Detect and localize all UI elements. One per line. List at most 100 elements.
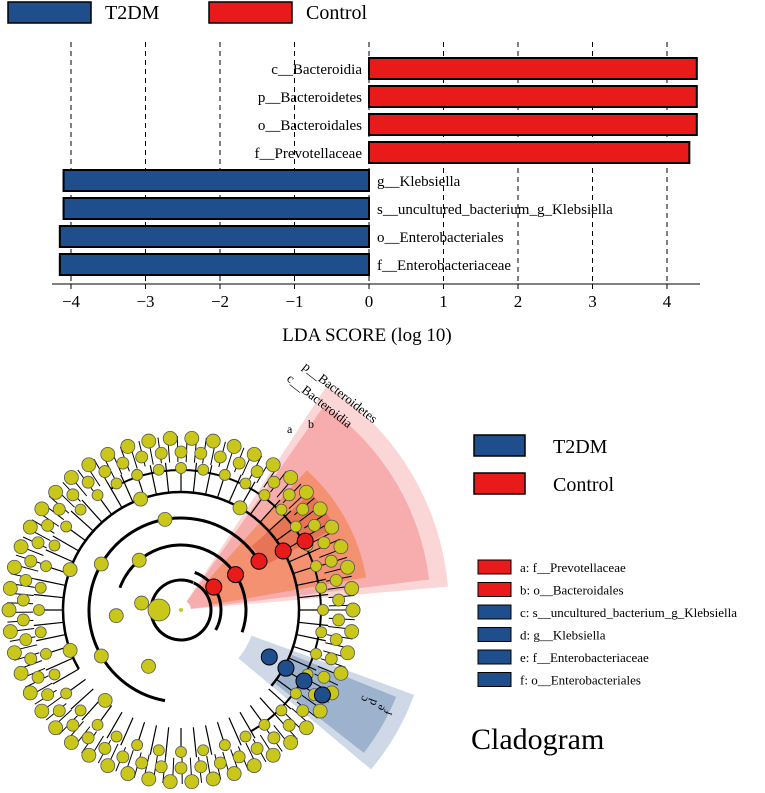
x-tick-label: −3 (136, 292, 154, 311)
x-tick-label: 0 (365, 292, 374, 311)
node (239, 477, 252, 490)
clade-label-a: a (287, 422, 293, 436)
node (226, 766, 242, 781)
node (63, 470, 79, 485)
bar-p__Bacteroidetes (368, 85, 698, 108)
branch (268, 510, 292, 532)
node (265, 457, 281, 473)
branch (36, 578, 66, 587)
branch (288, 549, 317, 563)
node (315, 581, 328, 594)
node (275, 503, 288, 516)
node (2, 624, 18, 639)
x-axis-label: LDA SCORE (log 10) (282, 325, 451, 346)
biomarker-node-t2dm (260, 648, 278, 666)
branch (45, 549, 74, 563)
node (141, 658, 156, 674)
branch (164, 462, 170, 493)
node (66, 488, 80, 502)
node (60, 520, 73, 533)
node (93, 648, 109, 664)
clado-legend-label-control: Control (553, 474, 615, 496)
node (81, 457, 97, 473)
key-label: c: s__uncultured_bacterium_g_Klebsiella (520, 605, 737, 620)
x-tick-label: −1 (285, 292, 303, 311)
branch (192, 727, 198, 758)
branch (204, 725, 213, 755)
bar-o__Enterobacteriales (58, 225, 370, 248)
biomarker-node-control (227, 566, 245, 584)
node (317, 536, 331, 550)
node (110, 730, 123, 743)
key-swatch (477, 649, 512, 665)
node (91, 718, 104, 731)
biomarker-node-control (250, 552, 268, 570)
node (40, 560, 52, 573)
biomarker-node-t2dm (277, 659, 295, 677)
branch (33, 593, 64, 599)
node (239, 730, 252, 743)
node (147, 598, 171, 622)
node (194, 760, 208, 774)
node (329, 633, 343, 647)
key-swatch (477, 627, 512, 642)
backbone-arc (194, 571, 223, 631)
node (283, 470, 299, 485)
clade-label-b: b (308, 417, 314, 431)
bar-g__Klebsiella (62, 169, 371, 192)
node (48, 720, 64, 736)
node (116, 456, 130, 470)
node (22, 519, 38, 535)
key-label: b: o__Bacteroidales (520, 583, 624, 598)
branch (228, 717, 242, 746)
node (63, 735, 79, 750)
key-swatch (477, 582, 512, 597)
node (120, 439, 136, 454)
node (98, 742, 112, 755)
node (296, 704, 310, 718)
node (40, 647, 52, 660)
node (312, 703, 328, 719)
bar-label: o__Bacteroidales (258, 118, 362, 134)
node (298, 484, 314, 500)
biomarker-node-t2dm (313, 686, 331, 704)
node (141, 433, 157, 449)
branch (81, 499, 103, 523)
node (324, 554, 338, 568)
bar-c__Bacteroidia (368, 57, 698, 80)
node (66, 718, 80, 732)
bar-label: o__Enterobacteriales (377, 230, 504, 246)
branch (52, 535, 80, 552)
key-label: e: f__Enterobacteriaceae (520, 650, 649, 665)
branch (298, 593, 329, 599)
node (275, 704, 288, 717)
x-tick-label: −4 (62, 292, 81, 311)
node (174, 761, 188, 775)
biomarker-node-control (205, 578, 223, 596)
node (333, 539, 349, 555)
backbone-arc (149, 578, 213, 642)
branch (106, 711, 123, 739)
node (48, 484, 64, 500)
clado-legend-label-t2dm: T2DM (553, 436, 608, 458)
branch (296, 633, 326, 642)
branch (149, 465, 158, 495)
branch (268, 688, 292, 710)
node (315, 626, 328, 639)
node (133, 491, 149, 507)
node (250, 742, 264, 755)
node (74, 503, 87, 516)
node (332, 613, 346, 627)
node (197, 463, 210, 476)
node (34, 703, 50, 719)
branch (70, 510, 94, 532)
branch (149, 725, 158, 755)
node (131, 469, 144, 481)
node (246, 446, 262, 462)
node (218, 469, 231, 481)
x-tick-label: 4 (663, 292, 672, 311)
node (205, 771, 221, 787)
key-swatch (477, 672, 512, 687)
node (7, 645, 22, 661)
